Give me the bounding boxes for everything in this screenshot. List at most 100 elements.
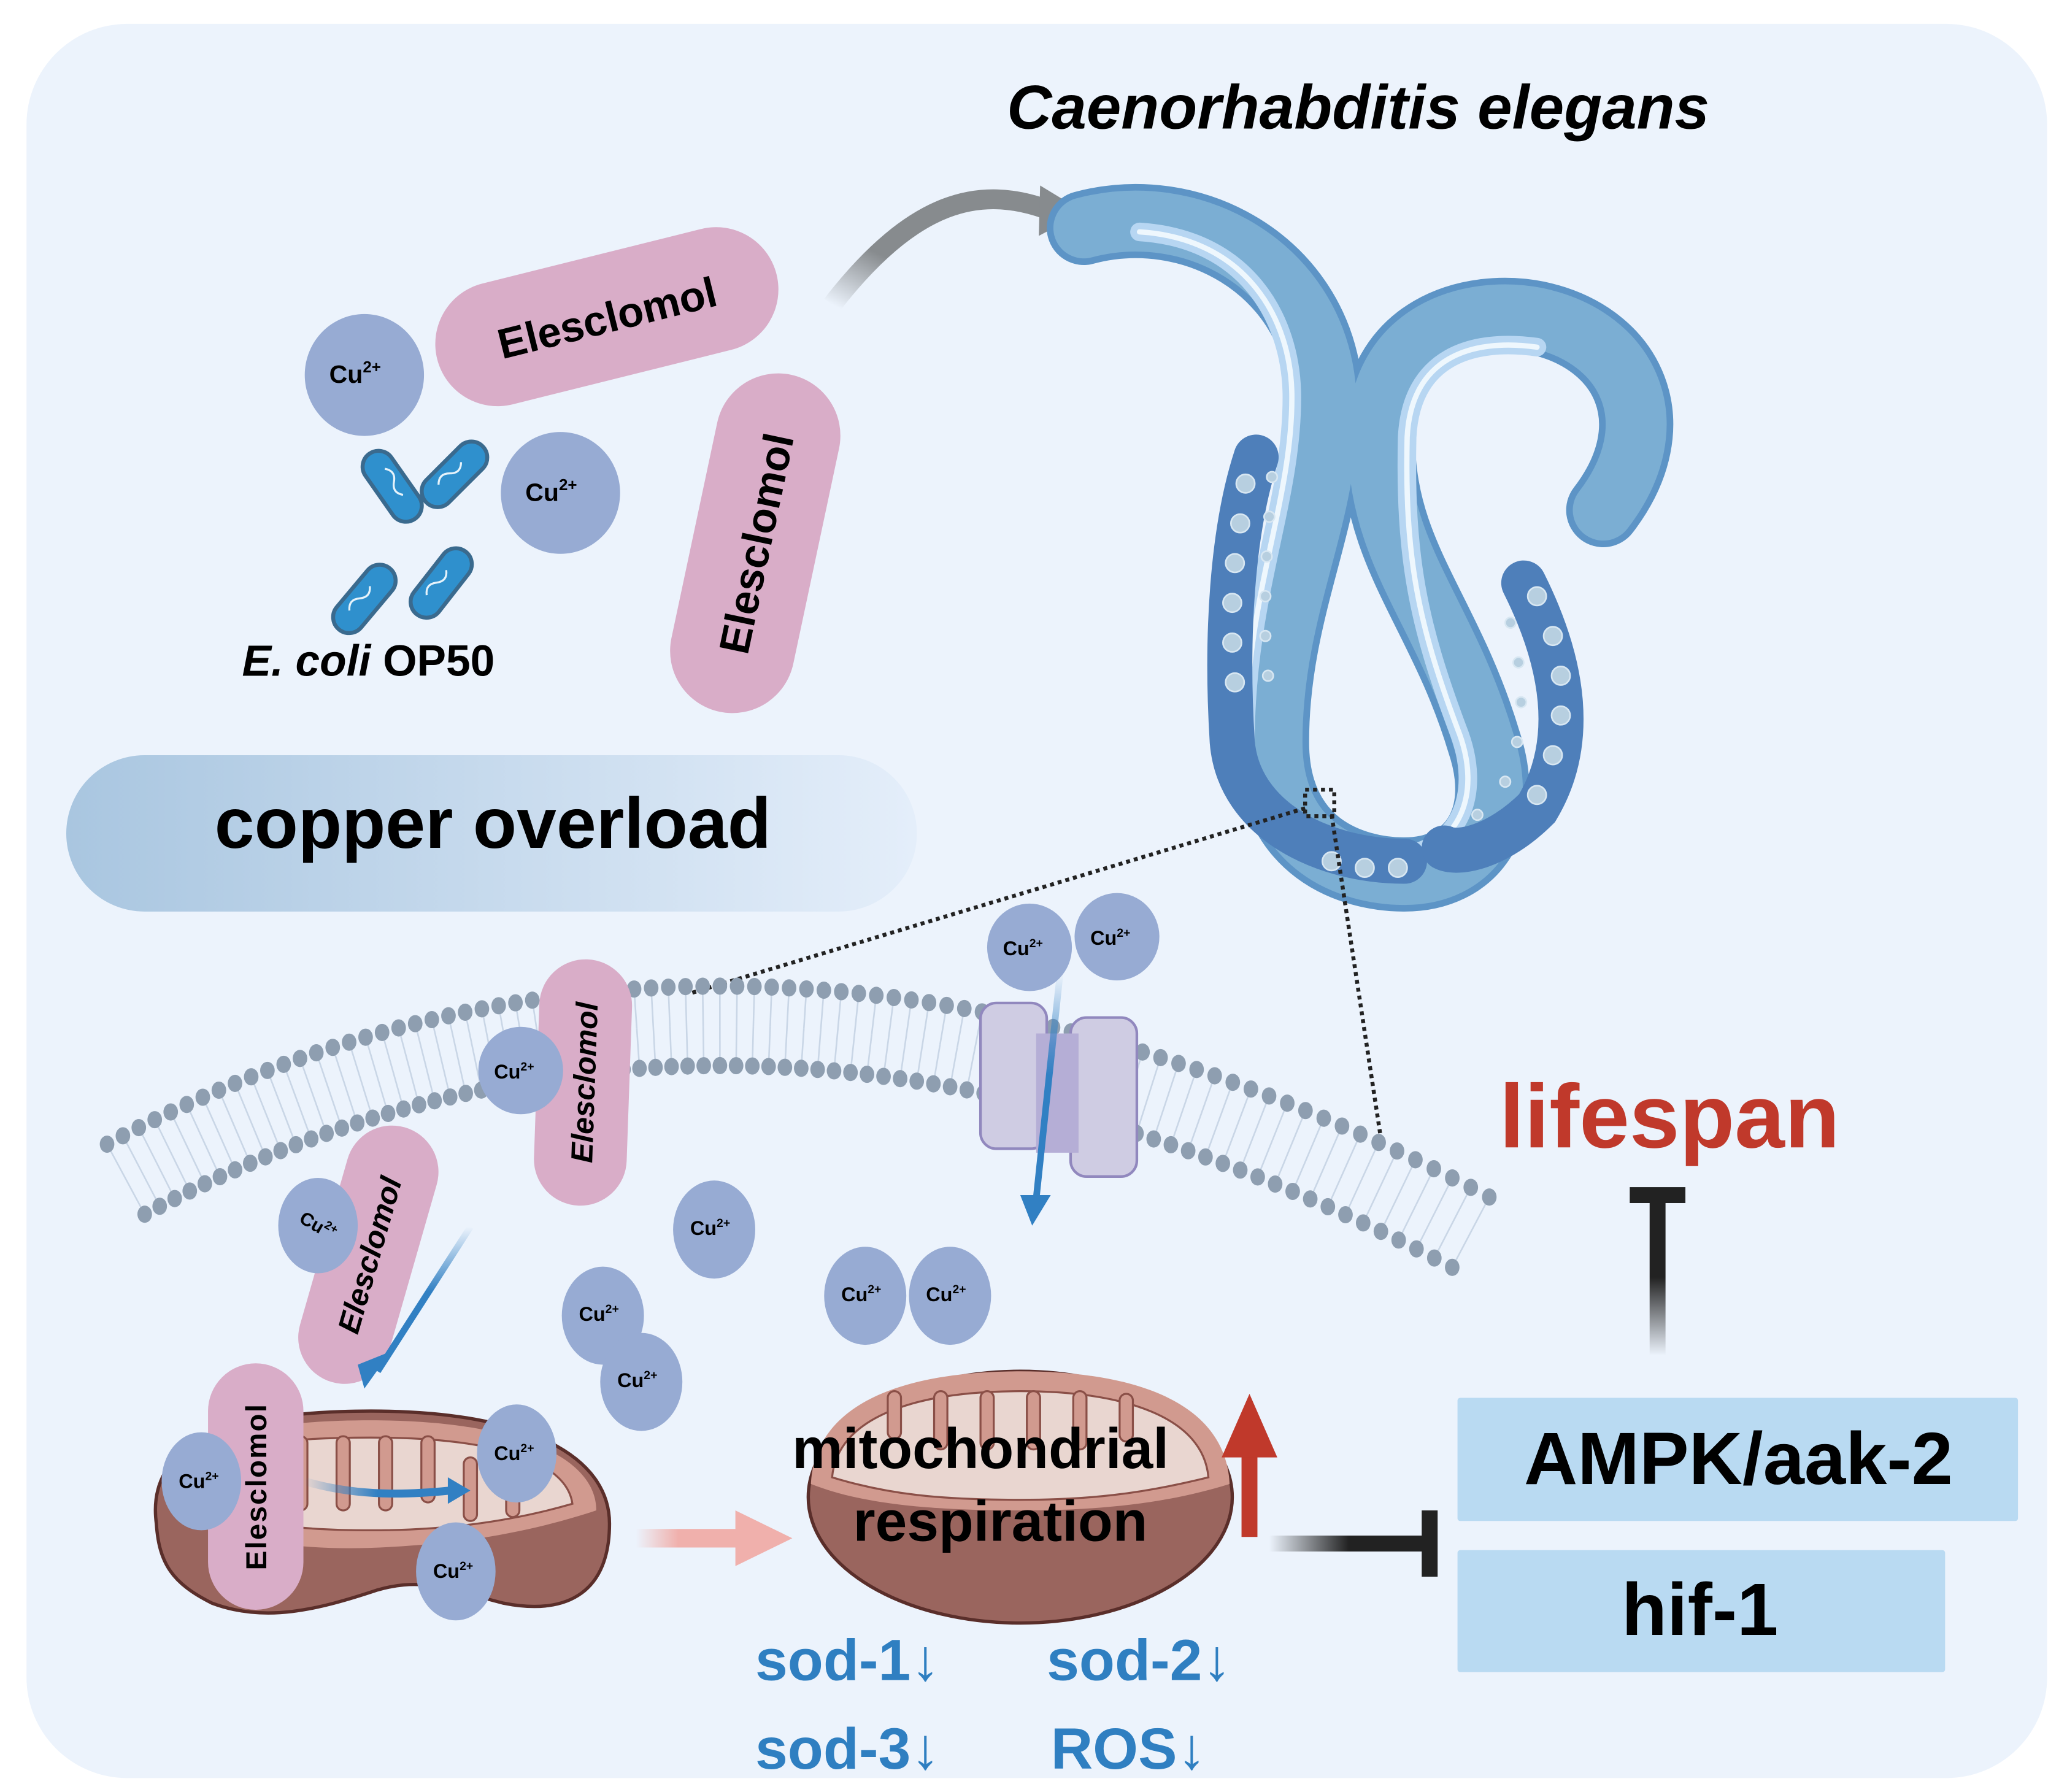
lipid-head <box>212 1168 228 1186</box>
mito-respiration-label-1: mitochondrial <box>792 1417 1169 1480</box>
lipid-head <box>391 1019 406 1037</box>
lipid-head <box>396 1100 411 1118</box>
mito-transfer-arrow <box>303 1477 471 1504</box>
mito-respiration-label-2: respiration <box>853 1490 1148 1553</box>
lipid-head <box>1426 1160 1441 1178</box>
lipid-head <box>712 1056 728 1074</box>
lipid-head <box>508 994 523 1012</box>
ros-label: ROS↓ <box>1051 1717 1206 1782</box>
svg-text:Cu2+: Cu2+ <box>1090 926 1130 949</box>
lipid-head <box>491 997 506 1015</box>
lipid-head <box>696 1057 711 1075</box>
lipid-head <box>380 1104 396 1122</box>
lipid-head <box>942 1078 958 1096</box>
lipid-head <box>843 1064 858 1082</box>
lipid-head <box>761 1058 776 1075</box>
lipid-head <box>179 1096 194 1113</box>
lipid-head <box>1280 1094 1295 1112</box>
lipid-head <box>242 1155 258 1172</box>
inhibition-arrow-vertical <box>1630 1187 1686 1356</box>
copper-ion: Cu2+ <box>304 313 425 436</box>
lipid-head <box>904 991 919 1009</box>
lipid-head <box>1371 1134 1386 1152</box>
lipid-head <box>1409 1240 1424 1258</box>
lipid-head <box>957 999 972 1017</box>
svg-text:Cu2+: Cu2+ <box>494 1442 534 1464</box>
mitochondrion-respiration <box>806 1369 1234 1625</box>
lipid-head <box>1353 1125 1368 1143</box>
lipid-head <box>1316 1109 1331 1127</box>
lipid-head <box>1207 1067 1222 1085</box>
lipid-head <box>365 1109 380 1127</box>
lipid-head <box>258 1148 273 1166</box>
lipid-head <box>834 983 849 1001</box>
lipid-head <box>273 1142 288 1159</box>
lipid-head <box>678 978 693 996</box>
lipid-head <box>325 1039 341 1056</box>
lipid-head <box>1233 1161 1248 1179</box>
copper-ion: Cu2+ <box>600 1332 683 1431</box>
lipid-head <box>137 1206 152 1223</box>
lipid-head <box>1445 1169 1460 1187</box>
svg-text:Cu2+: Cu2+ <box>841 1283 881 1306</box>
svg-text:Cu2+: Cu2+ <box>1003 937 1043 959</box>
lipid-head <box>680 1057 695 1075</box>
svg-text:Cu2+: Cu2+ <box>690 1217 730 1239</box>
lipid-head <box>342 1033 356 1051</box>
lipid-head <box>648 1058 663 1076</box>
gene-expression-labels: sod-1↓ sod-2↓ sod-3↓ ROS↓ <box>755 1628 1231 1782</box>
lipid-head <box>1225 1074 1241 1091</box>
lipid-head <box>1298 1102 1313 1120</box>
copper-ion: Cu2+ <box>824 1247 907 1345</box>
lipid-head <box>1426 1249 1442 1267</box>
lipid-head <box>167 1190 182 1207</box>
lipid-head <box>782 979 796 997</box>
lipid-head <box>288 1136 304 1153</box>
lipid-head <box>441 1007 456 1025</box>
lipid-head <box>745 1057 760 1075</box>
copper-ion: Cu2+ <box>161 1432 242 1531</box>
pink-arrow <box>636 1510 793 1566</box>
lipid-head <box>427 1092 442 1110</box>
svg-text:Cu2+: Cu2+ <box>433 1559 473 1582</box>
svg-text:Elesclomol: Elesclomol <box>564 1001 604 1163</box>
lipid-head <box>959 1081 974 1099</box>
lipid-head <box>1243 1080 1258 1098</box>
lipid-head <box>747 978 762 996</box>
lipid-head <box>1163 1136 1179 1153</box>
lipid-head <box>147 1111 163 1129</box>
lipid-head <box>1146 1130 1161 1148</box>
svg-text:Cu2+: Cu2+ <box>329 359 381 388</box>
lipid-head <box>228 1074 242 1092</box>
lipid-head <box>1261 1087 1277 1105</box>
lipid-head <box>632 1059 647 1077</box>
lipid-head <box>664 1058 679 1075</box>
lipid-head <box>304 1130 319 1148</box>
lipid-head <box>197 1175 212 1193</box>
lipid-head <box>939 996 954 1014</box>
lipid-head <box>695 977 710 995</box>
lipid-head <box>458 1085 473 1102</box>
lipid-head <box>293 1050 307 1067</box>
lipid-head <box>1215 1155 1231 1172</box>
copper-ion: Cu2+ <box>477 1404 557 1503</box>
copper-ion: Cu2+ <box>416 1522 496 1621</box>
lipid-head <box>1463 1179 1479 1196</box>
svg-text:Cu2+: Cu2+ <box>494 1060 534 1083</box>
lipid-head <box>115 1127 131 1145</box>
lipid-head <box>131 1119 147 1137</box>
svg-text:Cu2+: Cu2+ <box>926 1283 966 1306</box>
zoom-callout-lines <box>688 787 1383 1137</box>
svg-text:hif-1: hif-1 <box>1622 1568 1778 1651</box>
lipid-head <box>764 978 779 996</box>
lipid-head <box>442 1088 458 1106</box>
lipid-head <box>1180 1142 1196 1159</box>
copper-ion: Cu2+ <box>987 903 1072 991</box>
lipid-head <box>163 1103 179 1121</box>
lipid-head <box>869 986 884 1004</box>
lipid-head <box>260 1061 275 1079</box>
copper-ion: Cu2+ <box>909 1247 991 1345</box>
copper-ion: Cu2+ <box>478 1026 563 1115</box>
lipid-head <box>309 1044 324 1062</box>
lipid-head <box>729 977 745 995</box>
